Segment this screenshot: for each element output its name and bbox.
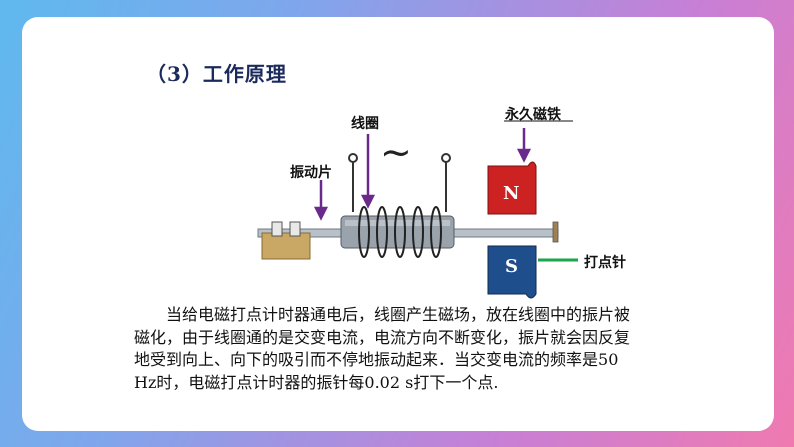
coil-terminals: [348, 153, 451, 212]
paragraph-line: 不断变化，振片就会因反复地受到向上、向下的吸引而不: [134, 327, 631, 370]
permanent-magnet-label: 永久磁铁: [505, 107, 561, 123]
vibrating-piece-label: 振动片: [290, 165, 332, 181]
paragraph-line: 当给电磁打点计时器通电后，线圈产生磁场，放在线: [166, 305, 535, 324]
ac-symbol: ~: [380, 130, 412, 174]
clamp-right: [289, 221, 301, 237]
needle-label: 打点针: [584, 255, 626, 271]
coil-label: 线圈: [351, 116, 379, 132]
paragraph-line: 时器的振针每0.02 s打下一个点.: [268, 372, 499, 392]
explanation-paragraph: 当给电磁打点计时器通电后，线圈产生磁场，放在线圈中的振片被磁化，由于线圈通的是交…: [134, 304, 644, 394]
north-pole-label: N: [503, 183, 520, 204]
north-magnet: [487, 161, 537, 215]
label-arrows: [313, 128, 532, 221]
wood-block: [261, 232, 311, 260]
paragraph-line: 停地振动起来．当交变电流的频率是50 Hz时，电磁打点计: [134, 350, 619, 392]
section-heading: （3）工作原理: [146, 62, 287, 86]
coil-windings: [358, 206, 442, 258]
paragraph-line: 圈中的振片被磁化，由于线圈通的是交变电流，电流方向: [134, 305, 631, 347]
south-magnet: [487, 245, 537, 299]
needle-post: [552, 221, 559, 243]
clamp-left: [271, 221, 283, 237]
south-pole-label: S: [505, 256, 518, 277]
